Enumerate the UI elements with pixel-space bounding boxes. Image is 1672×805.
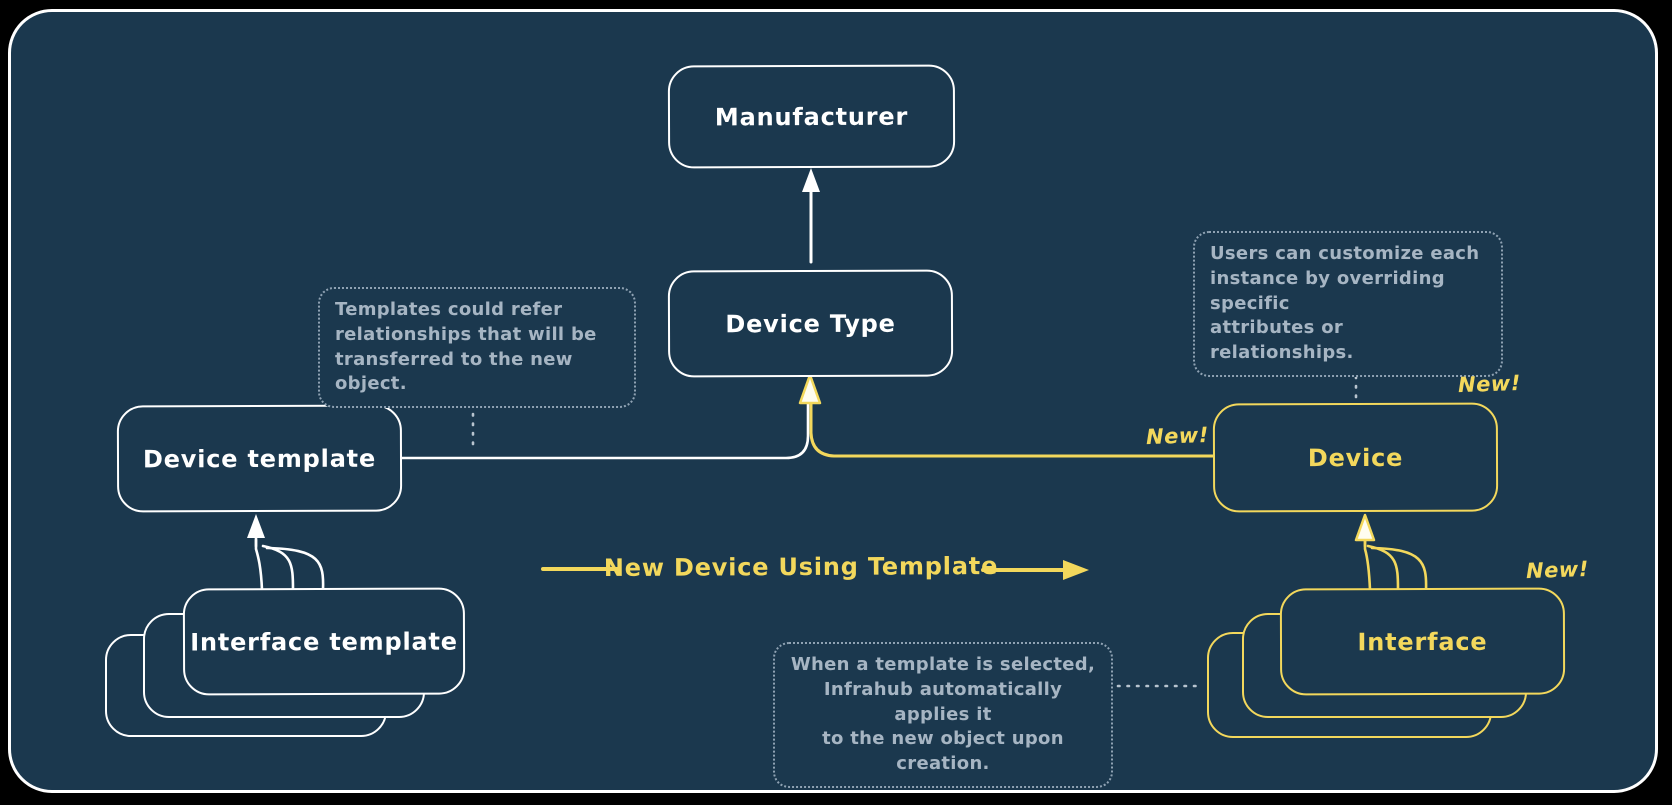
note-users-customize: Users can customize each instance by ove… (1193, 231, 1503, 378)
arrowhead-up-icon (802, 168, 820, 192)
edge-interface-template-to-device-template (247, 514, 325, 592)
node-interface-template-label: Interface template (190, 627, 458, 656)
node-device-type: Device Type (667, 269, 954, 378)
badge-new-interface-corner: New! (1525, 556, 1590, 584)
arrowhead-up-icon (247, 514, 265, 538)
badge-new-device-corner: New! (1457, 370, 1522, 398)
flow-arrow (541, 560, 1089, 580)
node-device-label: Device (1307, 443, 1404, 472)
node-manufacturer-label: Manufacturer (714, 102, 909, 131)
node-manufacturer: Manufacturer (667, 64, 956, 169)
node-device-template-label: Device template (142, 444, 377, 473)
node-device-type-label: Device Type (725, 309, 896, 338)
arrowhead-right-icon (1063, 560, 1089, 580)
node-interface-label: Interface (1357, 627, 1488, 656)
badge-new-device-link: New! (1145, 422, 1210, 450)
note-templates-refer: Templates could refer relationships that… (318, 287, 636, 409)
note-template-applies: When a template is selected, Infrahub au… (773, 642, 1113, 789)
node-device: Device (1212, 402, 1499, 513)
flow-label: New Device Using Template (603, 551, 999, 583)
node-device-template: Device template (116, 404, 403, 513)
node-interface: Interface (1279, 587, 1566, 696)
arrowhead-up-icon (1354, 513, 1376, 542)
edge-device-to-device-type (798, 373, 1215, 458)
edge-interface-to-device (1354, 513, 1428, 592)
edge-device-type-to-manufacturer (802, 168, 820, 264)
arrowhead-up-icon (798, 373, 822, 405)
edge-device-template-to-device-type (400, 386, 810, 460)
node-interface-template: Interface template (182, 587, 466, 696)
